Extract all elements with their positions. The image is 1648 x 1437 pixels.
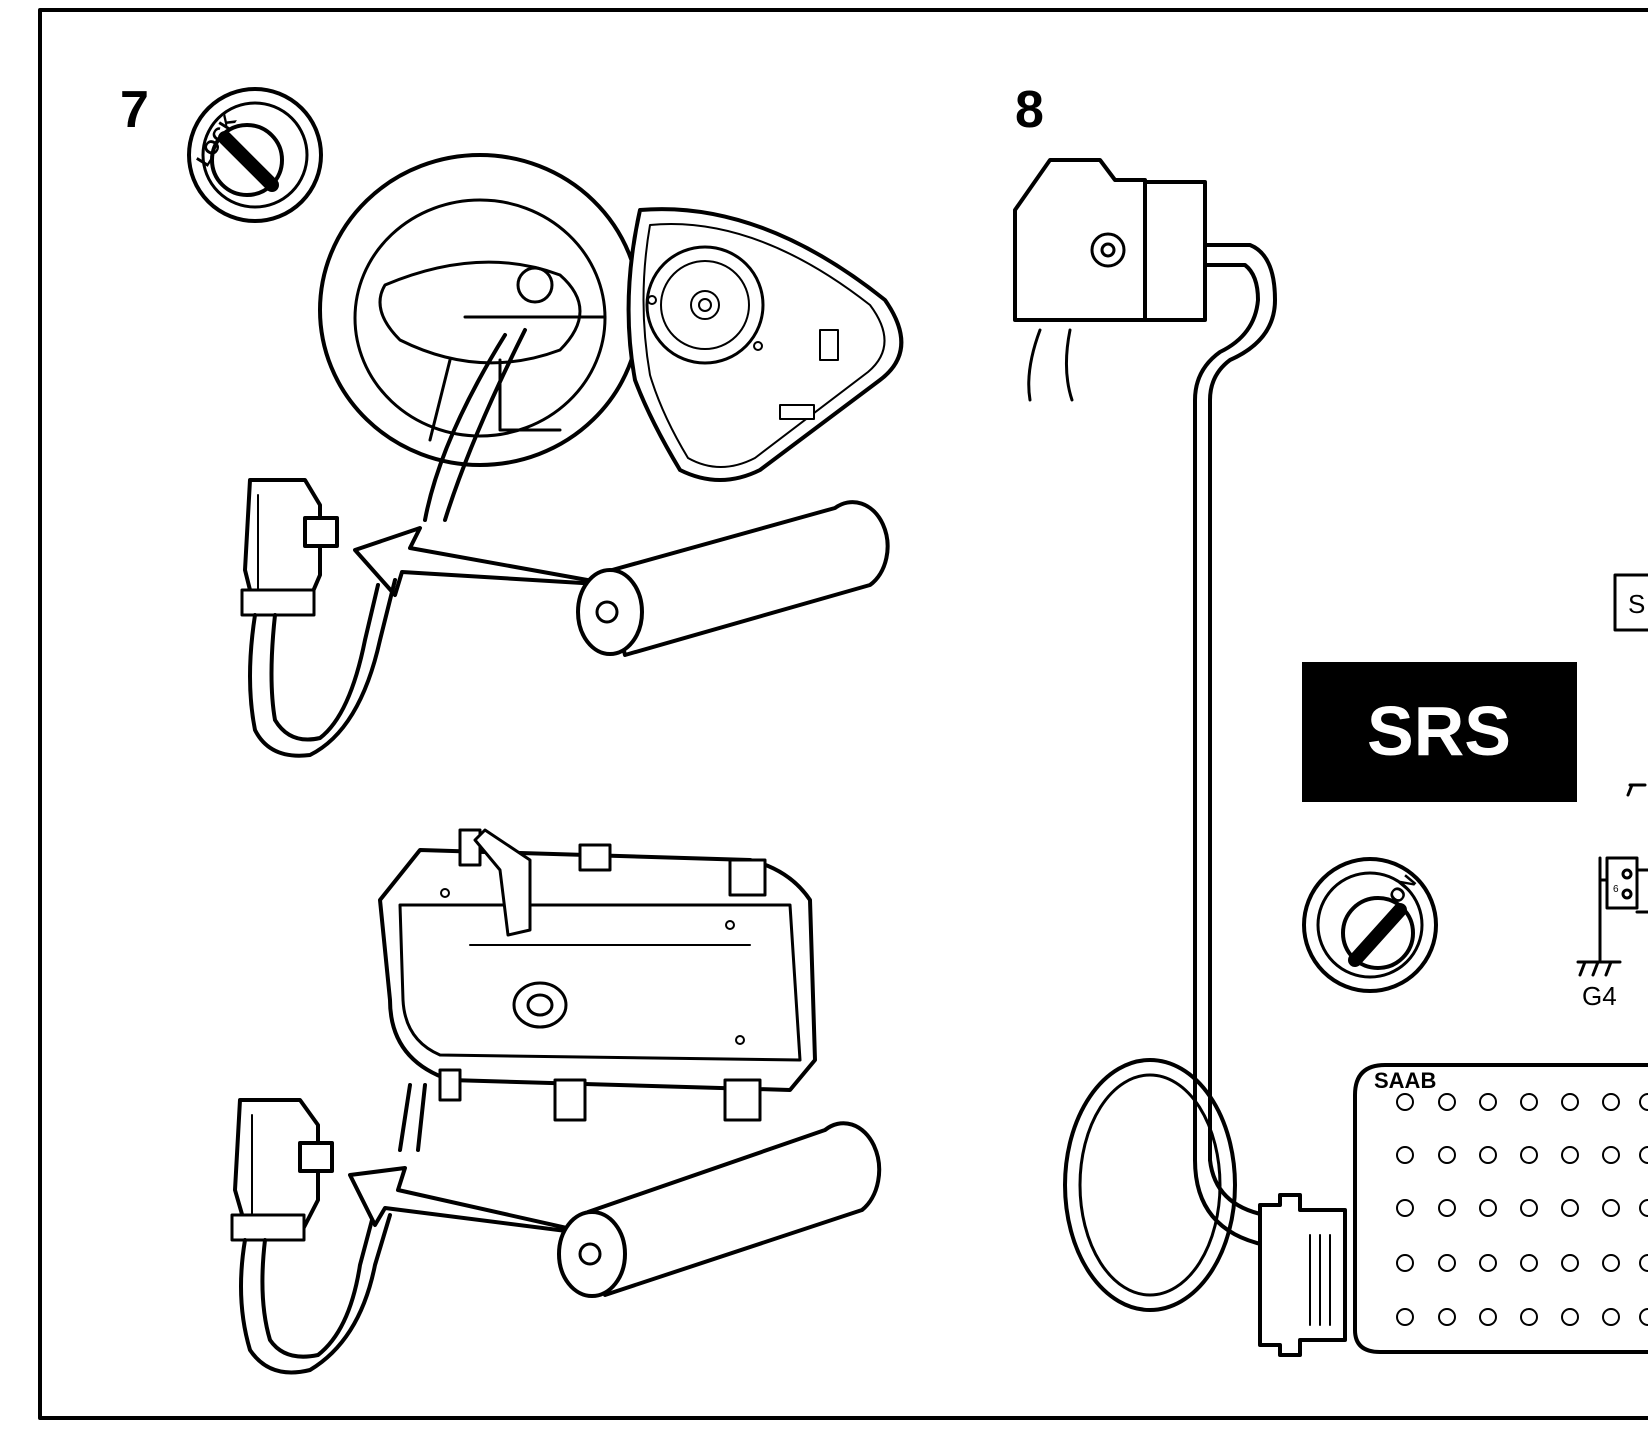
tester-cable-loop [1063, 1058, 1237, 1312]
tester-plug-connector [1013, 158, 1207, 402]
tester-pin-hole [1438, 1308, 1456, 1326]
tester-pin-hole [1602, 1199, 1620, 1217]
upper-squib-connector [240, 478, 339, 617]
tester-pin-hole [1479, 1146, 1497, 1164]
tester-pin-hole [1602, 1308, 1620, 1326]
tester-pin-hole [1520, 1146, 1538, 1164]
tester-pin-hole [1438, 1199, 1456, 1217]
tester-pin-hole [1396, 1308, 1414, 1326]
lower-coiled-cable [239, 1213, 392, 1375]
tester-pin-hole [1602, 1093, 1620, 1111]
tester-pin-hole [1520, 1254, 1538, 1272]
upper-coiled-cable [248, 578, 397, 758]
tester-pin-hole [1520, 1199, 1538, 1217]
tester-brand-label: SAAB [1374, 1068, 1436, 1093]
passenger-airbag-module [378, 828, 817, 1122]
ignition-lock-icon: LOCK [187, 87, 323, 223]
lower-connect-arrow [348, 1166, 600, 1237]
tester-pin-hole [1639, 1254, 1648, 1272]
connector-pin-label: 6 [1613, 884, 1619, 895]
tester-pin-hole [1396, 1146, 1414, 1164]
step-7-passenger-leader-lines [398, 1083, 427, 1152]
lower-dummy-load-cylinder [557, 1121, 882, 1298]
tester-pin-hole [1438, 1146, 1456, 1164]
tester-pin-hole [1479, 1308, 1497, 1326]
saab-tester-panel [1353, 1063, 1648, 1354]
tester-panel-plug [1258, 1193, 1347, 1357]
tester-pin-hole [1438, 1254, 1456, 1272]
tester-pin-hole [1639, 1093, 1648, 1111]
ignition-on-icon: ON [1302, 857, 1438, 993]
tester-pin-hole [1561, 1093, 1579, 1111]
tester-pin-hole [1479, 1254, 1497, 1272]
tester-pin-hole [1639, 1308, 1648, 1326]
tester-pin-hole [1602, 1146, 1620, 1164]
tester-pin-hole [1520, 1308, 1538, 1326]
steering-wheel [318, 153, 642, 467]
upper-connect-arrow [353, 526, 617, 597]
tester-pin-hole [1561, 1199, 1579, 1217]
tester-pin-hole [1438, 1093, 1456, 1111]
tester-pin-hole [1396, 1199, 1414, 1217]
srs-badge-background [1302, 662, 1577, 802]
tester-pin-hole [1561, 1308, 1579, 1326]
tester-pin-grid [1396, 1093, 1648, 1326]
step-8-number: 8 [1015, 81, 1044, 139]
ground-symbol-icon [1576, 960, 1622, 977]
tester-pin-hole [1639, 1199, 1648, 1217]
tester-pin-hole [1396, 1093, 1414, 1111]
upper-dummy-load-cylinder [576, 500, 890, 657]
lower-squib-connector [230, 1098, 334, 1242]
srs-badge-text: SRS [1367, 692, 1511, 770]
frame-border [38, 8, 1648, 1420]
tester-pin-hole [1520, 1093, 1538, 1111]
partial-label-box [1613, 573, 1648, 632]
tester-pin-hole [1561, 1146, 1579, 1164]
ground-label: G4 [1582, 981, 1617, 1011]
step-7-leader-lines [423, 328, 527, 522]
tester-pin-hole [1602, 1254, 1620, 1272]
tester-pin-hole [1479, 1093, 1497, 1111]
step-7-number: 7 [120, 81, 149, 139]
tester-pin-hole [1639, 1146, 1648, 1164]
ground-circuit [1576, 783, 1648, 977]
tester-pin-hole [1561, 1254, 1579, 1272]
driver-airbag-module [626, 207, 904, 482]
partial-ground-symbol-icon [1626, 783, 1647, 797]
tester-pin-hole [1396, 1254, 1414, 1272]
partial-label-s: S [1628, 589, 1645, 619]
tester-pin-hole [1479, 1199, 1497, 1217]
